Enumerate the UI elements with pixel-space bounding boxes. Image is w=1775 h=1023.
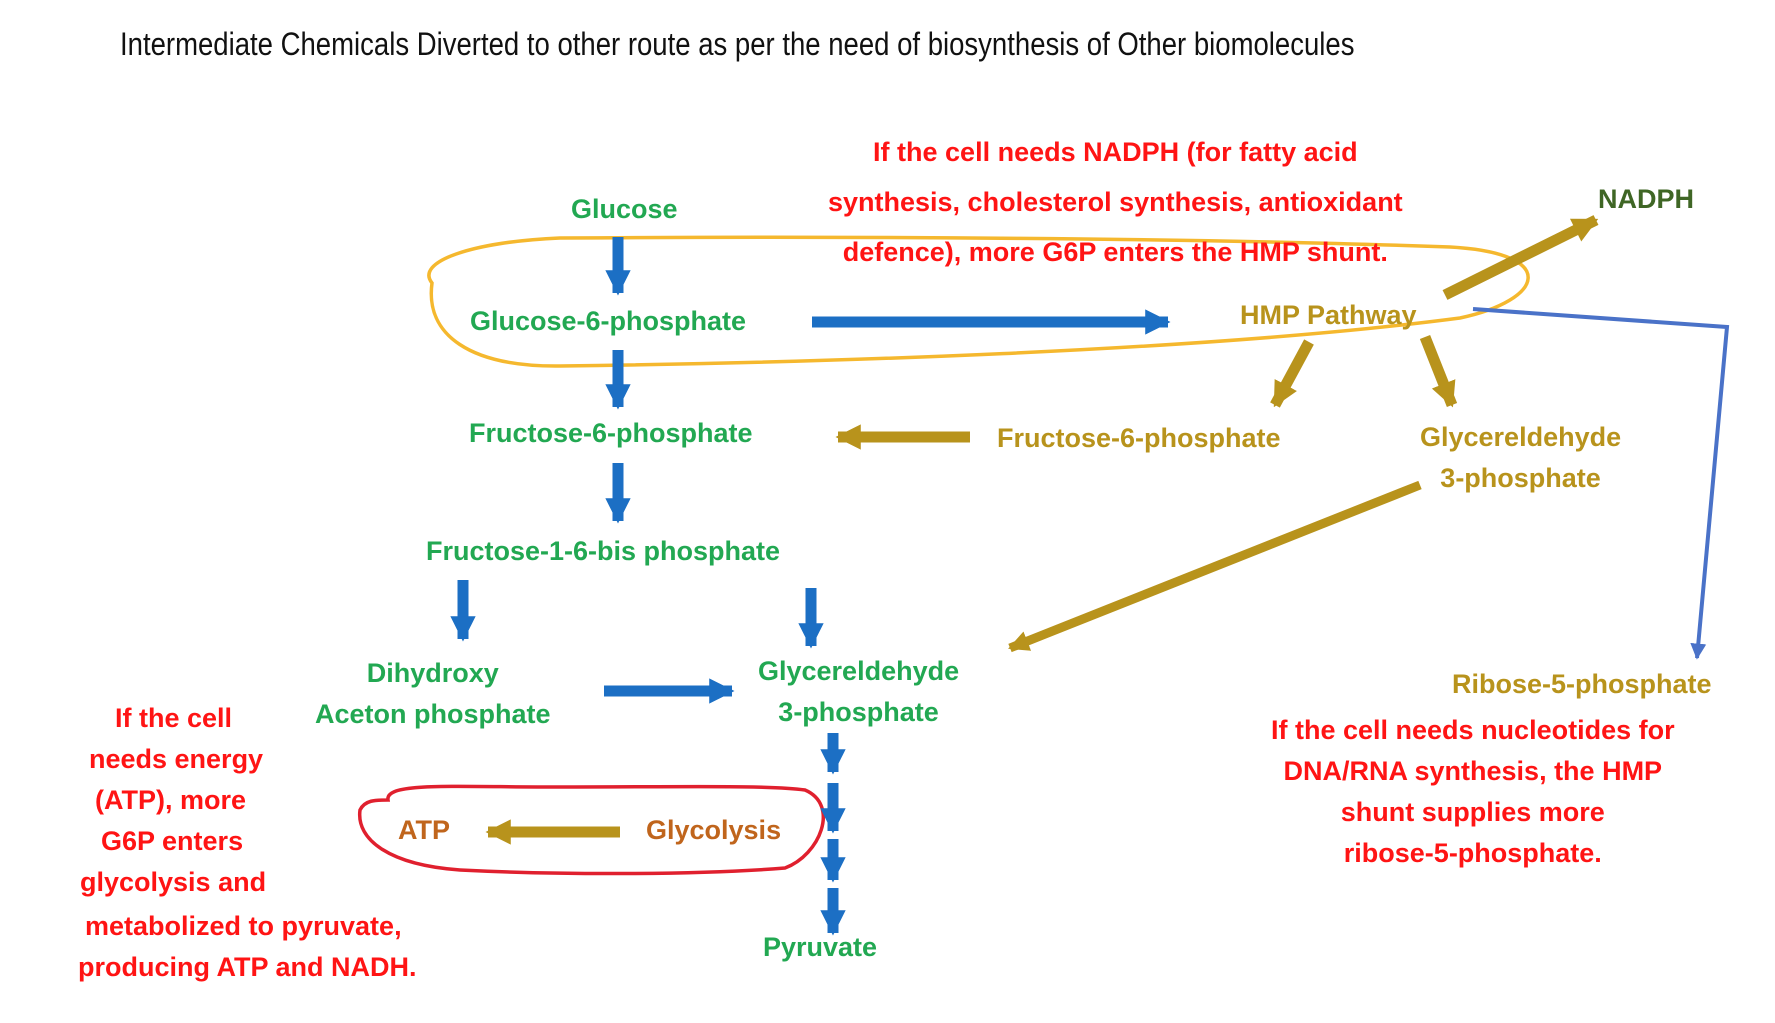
note-energy-line-2: needs energy <box>89 744 264 774</box>
node-glycolysis: Glycolysis <box>646 815 782 845</box>
note-nucleotide-line-2: DNA/RNA synthesis, the HMP <box>1283 756 1663 786</box>
note-nucleotide-line-3: shunt supplies more <box>1340 797 1605 827</box>
arrow-hmp-to-glycereldehyde-3-phosphate <box>1419 334 1458 408</box>
note-nadph-line-1: If the cell needs NADPH (for fatty acid <box>873 137 1358 167</box>
note-energy-line-7: producing ATP and NADH. <box>78 952 417 982</box>
hmp-g3p-line-1: Glycereldehyde <box>1420 422 1622 452</box>
node-fructose-1-6-bisphosphate: Fructose-1-6-bis phosphate <box>426 536 781 566</box>
node-glycereldehyde-3-phosphate: Glycereldehyde 3-phosphate <box>758 651 959 733</box>
note-nadph-line-2: synthesis, cholesterol synthesis, antiox… <box>828 187 1403 217</box>
node-glucose-6-phosphate: Glucose-6-phosphate <box>470 306 747 336</box>
note-nadph-need: If the cell needs NADPH (for fatty acid … <box>828 127 1403 277</box>
node-atp: ATP <box>398 815 450 845</box>
node-nadph: NADPH <box>1598 184 1695 214</box>
note-energy-line-3: (ATP), more <box>95 785 247 815</box>
note-energy-need: If the cell needs energy (ATP), more G6P… <box>78 698 417 988</box>
g3p-line-2: 3-phosphate <box>778 697 939 727</box>
node-glucose: Glucose <box>571 194 678 224</box>
note-nadph-line-3: defence), more G6P enters the HMP shunt. <box>842 237 1388 267</box>
note-nucleotide-line-1: If the cell needs nucleotides for <box>1271 715 1675 745</box>
atp-highlight-loop <box>358 784 825 876</box>
g3p-line-1: Glycereldehyde <box>758 656 960 686</box>
note-energy-line-4: G6P enters <box>101 826 244 856</box>
node-hmp-glycereldehyde-3-phosphate: Glycereldehyde 3-phosphate <box>1420 417 1621 499</box>
note-nucleotide-need: If the cell needs nucleotides for DNA/RN… <box>1271 710 1675 874</box>
note-energy-line-6: metabolized to pyruvate, <box>85 911 402 941</box>
note-energy-line-1: If the cell <box>115 703 233 733</box>
dhap-line-2: Aceton phosphate <box>315 699 551 729</box>
node-dihydroxyacetone-phosphate: Dihydroxy Aceton phosphate <box>315 653 551 735</box>
node-pyruvate: Pyruvate <box>763 932 878 962</box>
node-hmp-pathway: HMP Pathway <box>1240 300 1417 330</box>
node-fructose-6-phosphate: Fructose-6-phosphate <box>469 418 753 448</box>
hmp-highlight-loop <box>427 235 1530 368</box>
arrow-hmp-to-fructose-6-phosphate <box>1270 339 1314 408</box>
diagram-title: Intermediate Chemicals Diverted to other… <box>120 26 1355 62</box>
node-ribose-5-phosphate: Ribose-5-phosphate <box>1452 669 1712 699</box>
connector-hmp-to-ribose-5-phosphate <box>1472 307 1730 660</box>
dhap-line-1: Dihydroxy <box>366 658 499 688</box>
node-hmp-fructose-6-phosphate: Fructose-6-phosphate <box>997 423 1281 453</box>
hmp-g3p-line-2: 3-phosphate <box>1440 463 1601 493</box>
note-nucleotide-line-4: ribose-5-phosphate. <box>1343 838 1602 868</box>
note-energy-line-5: glycolysis and <box>80 867 267 897</box>
arrow-hmp-g3p-to-g3p <box>1008 480 1422 653</box>
arrow-hmp-to-nadph <box>1442 215 1599 300</box>
